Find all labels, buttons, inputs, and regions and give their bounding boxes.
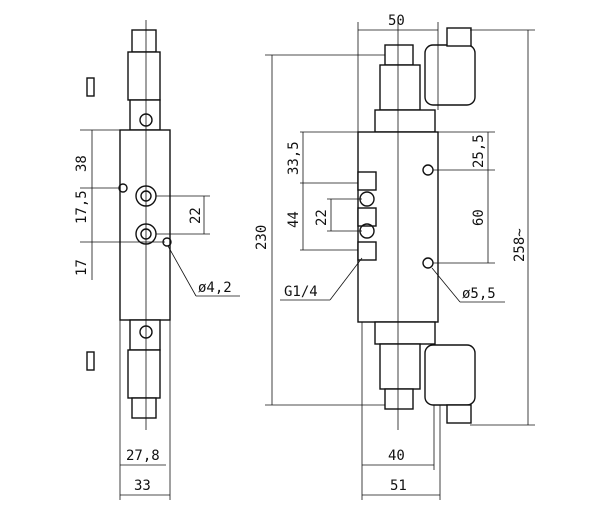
dim-51: 51 <box>390 478 407 494</box>
fitting-1 <box>357 171 377 191</box>
valve-body <box>119 129 171 321</box>
dim-17-5: 17,5 <box>74 190 90 224</box>
hole-label-right: ø5,5 <box>462 286 496 302</box>
bottom-plug <box>424 344 476 406</box>
dim-230: 230 <box>254 225 270 250</box>
dim-44: 44 <box>286 211 302 228</box>
bottom-solenoid <box>127 349 161 399</box>
dim-258: 258~ <box>512 228 528 262</box>
dim-50: 50 <box>388 13 405 29</box>
bottom-plug-cap <box>446 404 472 424</box>
top-connector-right <box>384 44 414 66</box>
bottom-operator <box>129 319 161 351</box>
dim-27-8: 27,8 <box>126 448 160 464</box>
dim-40: 40 <box>388 448 405 464</box>
thread-label: G1/4 <box>284 284 318 300</box>
top-solenoid-right <box>379 64 421 111</box>
dim-22-left: 22 <box>188 207 204 224</box>
top-operator-right <box>374 109 436 133</box>
dim-33-left: 33 <box>134 478 151 494</box>
bottom-operator-right <box>374 321 436 345</box>
dim-33-5: 33,5 <box>286 141 302 175</box>
top-solenoid <box>127 51 161 101</box>
dim-25-5: 25,5 <box>471 134 487 168</box>
dim-38: 38 <box>74 155 90 172</box>
bottom-connector-right <box>384 388 414 410</box>
right-view: 50 230 258~ 33,5 44 22 25,5 60 G1/4 ø5,5 <box>254 13 535 500</box>
key-icon-top <box>86 77 95 97</box>
top-plug-cap <box>446 27 472 47</box>
dim-60: 60 <box>471 209 487 226</box>
top-connector <box>131 29 157 53</box>
bottom-solenoid-right <box>379 343 421 390</box>
bottom-connector <box>131 397 157 419</box>
top-plug <box>424 44 476 106</box>
fitting-3 <box>357 241 377 261</box>
dim-17: 17 <box>74 259 90 276</box>
hole-label-left: ø4,2 <box>198 280 232 296</box>
dim-22-right: 22 <box>314 209 330 226</box>
key-icon-bottom <box>86 351 95 371</box>
left-view: 38 17,5 17 22 ø4,2 27,8 33 <box>74 20 240 500</box>
fitting-2 <box>357 207 377 227</box>
